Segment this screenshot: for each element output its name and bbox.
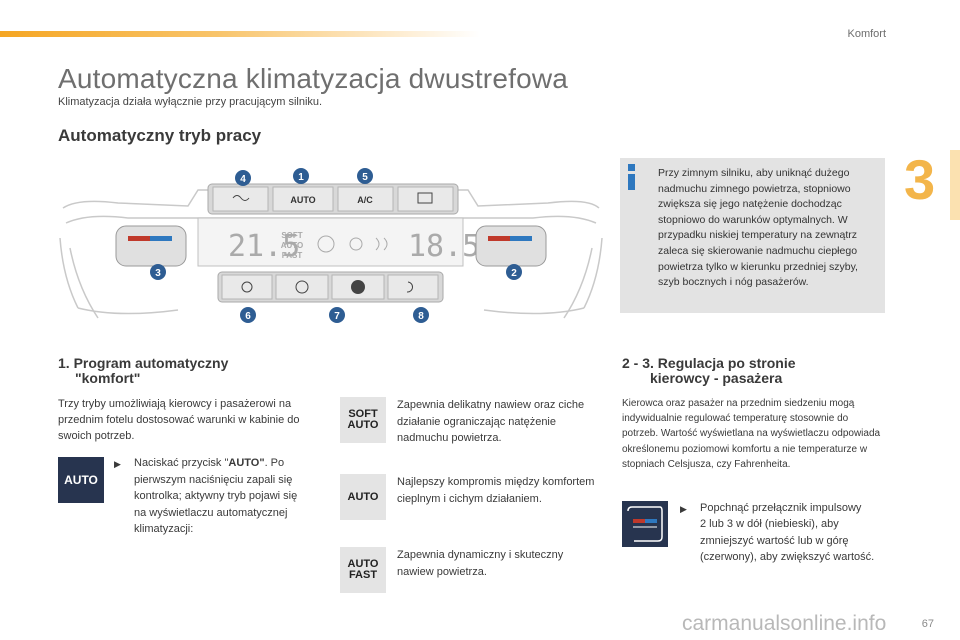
svg-text:AUTO: AUTO: [281, 241, 304, 250]
fan-icon: [317, 235, 335, 253]
recirculation-icon: [375, 237, 388, 251]
svg-text:8: 8: [418, 311, 424, 322]
display-panel: 21.5 18.5 SOFT AUTO FAST: [197, 217, 480, 267]
fan-increase-icon: [351, 280, 365, 294]
svg-text:FAST: FAST: [282, 251, 303, 260]
left-temp-display: 21.5: [228, 229, 300, 264]
bottom-button-row: [217, 271, 444, 303]
svg-text:3: 3: [155, 268, 161, 279]
auto-button-label: AUTO: [290, 195, 315, 205]
watermark: carmanualsonline.info: [682, 612, 887, 635]
section-label: Komfort: [847, 28, 886, 40]
auto-description: Najlepszy kompromis między komfortem cie…: [397, 476, 595, 505]
top-button-row: AUTO A/C: [207, 183, 459, 215]
callouts: 1 2 3 4 5 6 7 8: [150, 168, 522, 323]
right-temp-display: 18.5: [408, 229, 480, 264]
ac-button-label: A/C: [357, 195, 373, 205]
fan-decrease-icon: [295, 280, 309, 294]
svg-text:4: 4: [240, 174, 246, 185]
svg-text:5: 5: [362, 172, 368, 183]
heading-comfort-program: 1. Program automatyczny "komfort": [58, 355, 229, 386]
info-box: Przy zimnym silniku, aby uniknąć dużego …: [620, 158, 885, 313]
info-text: Przy zimnym silniku, aby uniknąć dużego …: [658, 167, 858, 289]
bullet-arrow-icon: ▶: [680, 504, 687, 514]
svg-text:6: 6: [245, 311, 251, 322]
chapter-tab: [950, 150, 960, 220]
auto-fast-description: Zapewnia dynamiczny i skuteczny nawiew p…: [397, 549, 564, 578]
section-heading: Automatyczny tryb pracy: [58, 126, 262, 145]
auto-badge: AUTO: [340, 474, 386, 520]
airflow-icon: [349, 237, 363, 251]
left-temp-switch: [115, 225, 187, 267]
header-accent-bar: [0, 31, 480, 37]
page-subtitle: Klimatyzacja działa wyłącznie przy pracu…: [58, 96, 323, 108]
driver-passenger-paragraph: Kierowca oraz pasażer na przednim siedze…: [622, 398, 881, 470]
soft-auto-description: Zapewnia delikatny nawiew oraz ciche dzi…: [397, 399, 585, 444]
svg-text:7: 7: [334, 311, 340, 322]
heading-driver-passenger: 2 - 3. Regulacja po stronie kierowcy - p…: [622, 355, 796, 386]
temperature-switch-icon: [622, 501, 668, 547]
svg-text:2: 2: [511, 268, 517, 279]
switch-instruction-line1: ▶ Popchnąć przełącznik impulsowy: [680, 500, 890, 517]
bullet-arrow-icon: ▶: [114, 459, 121, 469]
page-number: 67: [921, 618, 934, 630]
chapter-number: 3: [904, 148, 936, 211]
page-title: Automatyczna klimatyzacja dwustrefowa: [58, 63, 569, 94]
defrost-rear-icon: [417, 192, 433, 204]
svg-text:SOFT: SOFT: [281, 231, 302, 240]
info-icon: [624, 164, 640, 192]
recirculation-button-icon: [406, 281, 414, 293]
switch-instruction-rest: 2 lub 3 w dół (niebieski), aby zmniejszy…: [700, 518, 875, 563]
press-auto-instruction: ▶ Naciskać przycisk "AUTO". Po pierwszym…: [114, 457, 298, 535]
air-distribution-icon: [241, 281, 253, 293]
right-temp-switch: [475, 225, 547, 267]
comfort-program-paragraph: Trzy tryby umożliwiają kierowcy i pasaże…: [58, 398, 300, 442]
defrost-front-icon: [232, 195, 250, 201]
auto-button-badge: AUTO: [58, 457, 104, 503]
climate-panel-illustration: AUTO A/C 21.5 18.5 SOFT AUTO FAST: [59, 168, 603, 323]
svg-text:1: 1: [298, 172, 304, 183]
